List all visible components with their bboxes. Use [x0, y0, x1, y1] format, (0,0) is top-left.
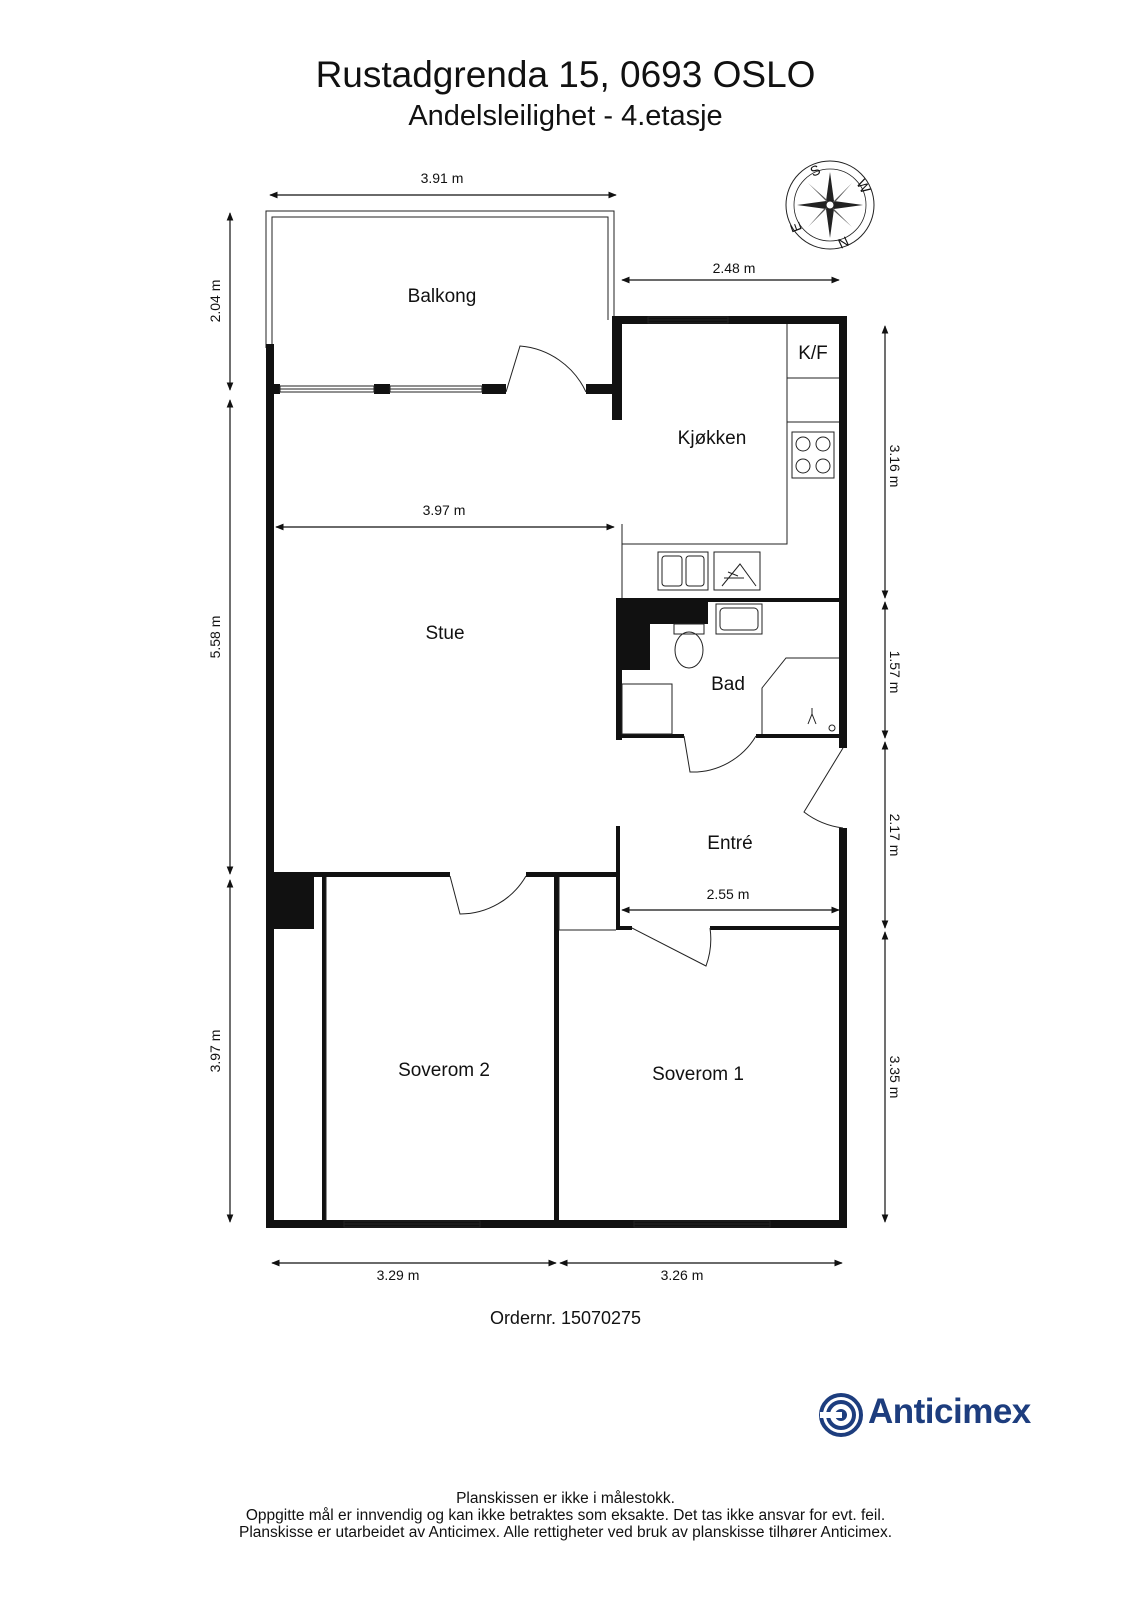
- compass-letter-w: W: [853, 177, 874, 197]
- room-label-balkong: Balkong: [408, 286, 477, 307]
- order-number: Ordernr. 15070275: [489, 1308, 642, 1328]
- dim-soverom2-width: 3.29 m: [377, 1267, 420, 1283]
- dim-entre-width: 2.55 m: [707, 886, 750, 902]
- dim-bad-depth: 1.57 m: [887, 651, 903, 694]
- interior-lines: [325, 324, 839, 1220]
- doors: [449, 345, 844, 967]
- dim-soverom2-depth: 3.97 m: [207, 1030, 223, 1073]
- dim-soverom1-width: 3.26 m: [661, 1267, 704, 1283]
- dim-stue-width: 3.97 m: [423, 502, 466, 518]
- disclaimer-line: Planskisse er utarbeidet av Anticimex. A…: [238, 1524, 892, 1541]
- disclaimer-line: Planskissen er ikke i målestokk.: [456, 1490, 675, 1507]
- anticimex-logo-text: Anticimex: [868, 1392, 1031, 1431]
- room-label-soverom1: Soverom 1: [652, 1064, 744, 1085]
- room-label-kf: K/F: [798, 343, 828, 364]
- room-label-bad: Bad: [711, 674, 745, 695]
- dim-stue-depth: 5.58 m: [207, 616, 223, 659]
- windows: [279, 316, 771, 1228]
- compass-letter-n: N: [836, 233, 852, 252]
- compass-icon: S W E N: [785, 160, 875, 252]
- room-label-entre: Entré: [707, 833, 752, 854]
- room-label-stue: Stue: [425, 623, 464, 644]
- dimension-lines: [226, 191, 889, 1267]
- dim-kjokken-width: 2.48 m: [713, 260, 756, 276]
- dim-balkong-width: 3.91 m: [421, 170, 464, 186]
- dim-entre-depth: 2.17 m: [887, 814, 903, 857]
- balcony-railing: [265, 210, 615, 348]
- dim-balkong-depth: 2.04 m: [207, 280, 223, 323]
- walls: [266, 316, 847, 1228]
- floor-subtitle: Andelsleilighet - 4.etasje: [408, 100, 723, 132]
- room-label-kjokken: Kjøkken: [678, 428, 747, 449]
- dim-soverom1-depth: 3.35 m: [887, 1056, 903, 1099]
- disclaimer-line: Oppgitte mål er innvendig og kan ikke be…: [245, 1507, 886, 1524]
- room-label-soverom2: Soverom 2: [398, 1060, 490, 1081]
- dim-kjokken-depth: 3.16 m: [887, 445, 903, 488]
- disclaimer: Planskissen er ikke i målestokk. Oppgitt…: [0, 1490, 1131, 1541]
- address-title: Rustadgrenda 15, 0693 OSLO: [315, 54, 816, 95]
- anticimex-logo: Anticimex: [818, 1392, 1078, 1438]
- anticimex-logo-icon: [819, 1393, 863, 1437]
